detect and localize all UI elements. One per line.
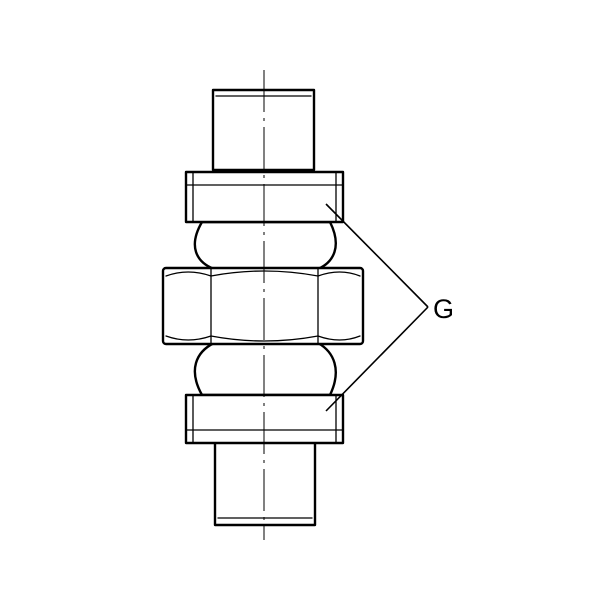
hex-nut [161, 266, 365, 346]
upper-neck [193, 220, 337, 271]
bottom-pipe-stub [213, 433, 317, 527]
callout-label-g: G [433, 294, 454, 324]
callout-leaders [325, 203, 429, 412]
lower-neck [193, 341, 337, 397]
